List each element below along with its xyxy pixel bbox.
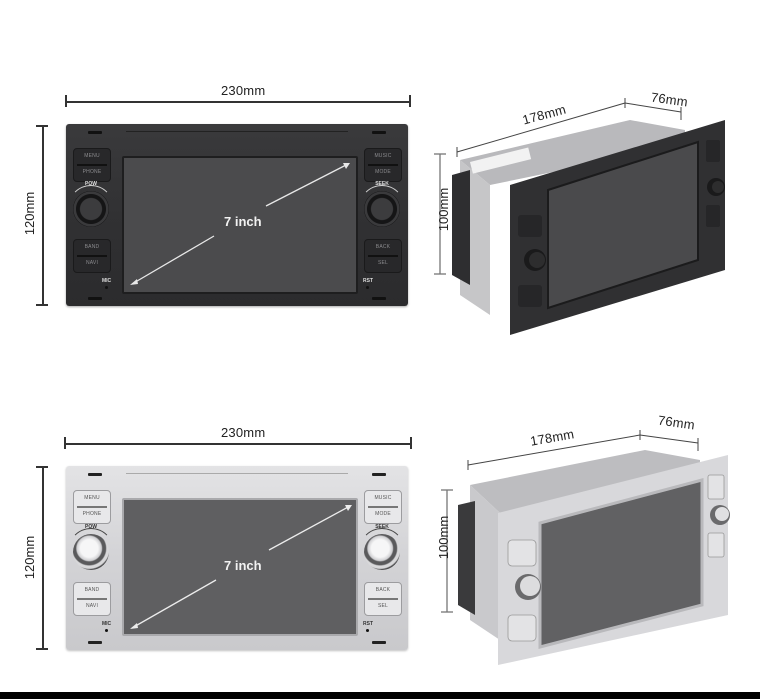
sel-button[interactable]: SEL: [377, 260, 389, 266]
screen-size-label: 7 inch: [224, 214, 262, 229]
width-label: 230mm: [221, 83, 266, 98]
menu-phone-button[interactable]: MENU PHONE: [73, 148, 111, 182]
back-button[interactable]: BACK: [375, 244, 391, 250]
head-unit-silver: 7 inch MENU PHONE POW BAND NAVI MIC MUSI…: [66, 466, 408, 650]
navi-button[interactable]: NAVI: [85, 260, 99, 266]
phone-button[interactable]: PHONE: [82, 511, 102, 517]
head-unit-silver-iso: [441, 430, 730, 665]
screen-size-label: 7 inch: [224, 558, 262, 573]
bottom-bar: [0, 692, 760, 699]
music-button[interactable]: MUSIC: [374, 495, 392, 501]
mic-label: MIC: [102, 621, 112, 627]
screen: 7 inch: [122, 156, 358, 294]
band-button[interactable]: BAND: [84, 587, 100, 593]
height-label: 120mm: [22, 535, 38, 580]
power-knob[interactable]: [73, 191, 109, 227]
knob-arc: [68, 185, 114, 231]
dimension-tick: [36, 648, 48, 650]
iso-height-label: 100mm: [436, 515, 452, 560]
music-mode-button[interactable]: MUSIC MODE: [364, 490, 402, 524]
dimension-tick: [410, 437, 412, 449]
menu-button[interactable]: MENU: [84, 153, 100, 159]
band-button[interactable]: BAND: [84, 244, 100, 250]
screen: 7 inch: [122, 498, 358, 636]
phone-button[interactable]: PHONE: [82, 169, 102, 175]
navi-button[interactable]: NAVI: [85, 603, 99, 609]
iso-height-label: 100mm: [436, 187, 452, 232]
width-dimension-line: [64, 443, 411, 445]
back-sel-button[interactable]: BACK SEL: [364, 239, 402, 273]
rst-label: RST: [363, 621, 373, 627]
mic-label: MIC: [102, 278, 112, 284]
knob-arc: [359, 185, 405, 231]
width-dimension-line: [65, 101, 410, 103]
mic-hole: [105, 629, 108, 632]
reset-hole: [366, 629, 369, 632]
dimension-tick: [65, 95, 67, 107]
power-knob[interactable]: [73, 534, 109, 570]
dimension-tick: [36, 304, 48, 306]
height-label: 120mm: [22, 191, 38, 236]
head-unit-black-iso: [434, 98, 725, 335]
mode-button[interactable]: MODE: [375, 169, 391, 175]
dimension-tick: [36, 466, 48, 468]
seek-knob[interactable]: [364, 534, 400, 570]
head-unit-black: 7 inch MENU PHONE POW BAND NAVI MIC MUSI…: [66, 124, 408, 306]
pow-label: POW: [85, 524, 97, 530]
height-dimension-line: [42, 125, 44, 305]
width-label: 230mm: [221, 425, 266, 440]
dimension-tick: [64, 437, 66, 449]
back-button[interactable]: BACK: [375, 587, 391, 593]
diagonal-arrow-icon: [130, 163, 350, 285]
dimension-tick: [409, 95, 411, 107]
pow-label: POW: [85, 181, 97, 187]
knob-arc: [359, 528, 405, 574]
band-navi-button[interactable]: BAND NAVI: [73, 239, 111, 273]
music-button[interactable]: MUSIC: [374, 153, 392, 159]
mode-button[interactable]: MODE: [375, 511, 391, 517]
back-sel-button[interactable]: BACK SEL: [364, 582, 402, 616]
seek-label: SEEK: [375, 181, 389, 187]
dimension-tick: [36, 125, 48, 127]
menu-phone-button[interactable]: MENU PHONE: [73, 490, 111, 524]
menu-button[interactable]: MENU: [84, 495, 100, 501]
seek-knob[interactable]: [364, 191, 400, 227]
mic-hole: [105, 286, 108, 289]
reset-hole: [366, 286, 369, 289]
height-dimension-line: [42, 466, 44, 649]
band-navi-button[interactable]: BAND NAVI: [73, 582, 111, 616]
seek-label: SEEK: [375, 524, 389, 530]
sel-button[interactable]: SEL: [377, 603, 389, 609]
rst-label: RST: [363, 278, 373, 284]
diagonal-arrow-icon: [130, 505, 352, 629]
music-mode-button[interactable]: MUSIC MODE: [364, 148, 402, 182]
knob-arc: [68, 528, 114, 574]
